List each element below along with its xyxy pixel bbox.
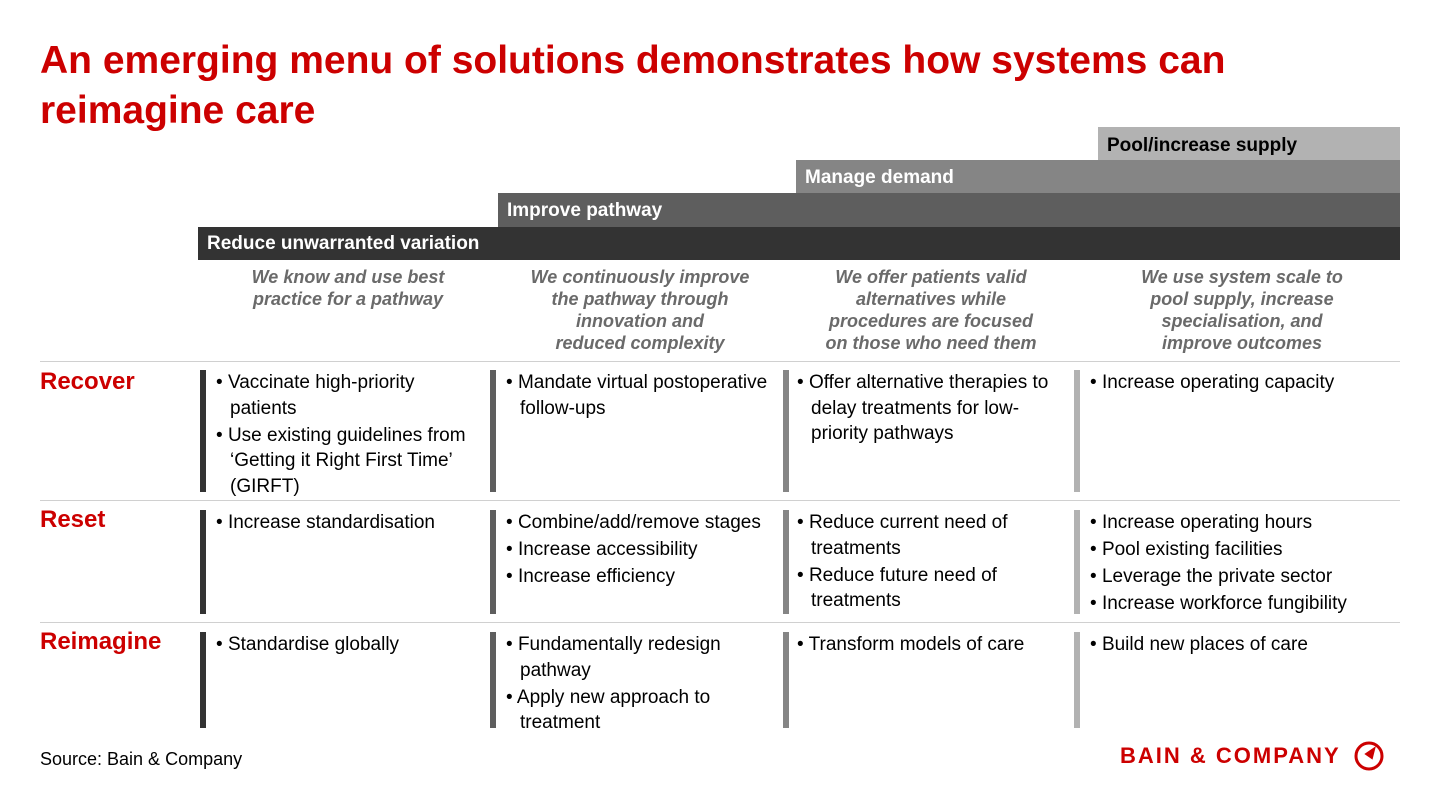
list-item: Increase accessibility	[506, 537, 781, 563]
bullet-list: Combine/add/remove stagesIncrease access…	[506, 510, 781, 590]
list-item: Reduce current need of treatments	[797, 510, 1067, 561]
cell-bar	[200, 510, 206, 614]
source-note: Source: Bain & Company	[40, 749, 243, 769]
subtitle-line: on those who need them	[825, 333, 1037, 353]
cell-bar	[1074, 510, 1080, 614]
list-item: Pool existing facilities	[1090, 537, 1390, 563]
band-label: Reduce unwarranted variation	[207, 233, 480, 254]
subtitle-line: We know and use best	[251, 267, 445, 287]
solution-cell: Mandate virtual postoperative follow-ups	[506, 370, 781, 423]
bullet-list: Increase operating capacity	[1090, 370, 1390, 396]
bain-compass-icon	[1354, 741, 1384, 771]
cell-bar	[1074, 370, 1080, 492]
subtitle-line: reduced complexity	[555, 333, 725, 353]
divider	[40, 361, 1400, 362]
subtitle-line: procedures are focused	[828, 311, 1034, 331]
subtitle-line: We use system scale to	[1141, 267, 1343, 287]
row-label-recover: Recover	[40, 368, 135, 395]
solution-cell: Build new places of care	[1090, 632, 1390, 659]
bullet-list: Fundamentally redesign pathwayApply new …	[506, 632, 781, 736]
cell-bar	[490, 370, 496, 492]
list-item: Leverage the private sector	[1090, 564, 1390, 590]
list-item: Increase operating capacity	[1090, 370, 1390, 396]
list-item: Combine/add/remove stages	[506, 510, 781, 536]
list-item: Increase operating hours	[1090, 510, 1390, 536]
subtitle-line: We continuously improve	[530, 267, 750, 287]
bullet-list: Increase standardisation	[216, 510, 486, 536]
divider	[40, 500, 1400, 501]
list-item: Mandate virtual postoperative follow-ups	[506, 370, 781, 421]
list-item: Increase workforce fungibility	[1090, 591, 1390, 617]
bullet-list: Build new places of care	[1090, 632, 1390, 658]
band-label: Pool/increase supply	[1107, 135, 1298, 156]
list-item: Standardise globally	[216, 632, 486, 658]
band-manage-demand: Manage demand	[796, 160, 1400, 193]
solution-cell: Vaccinate high-priority patientsUse exis…	[216, 370, 486, 501]
row-label-reimagine: Reimagine	[40, 628, 162, 655]
subtitle-line: improve outcomes	[1161, 333, 1323, 353]
list-item: Increase efficiency	[506, 564, 781, 590]
list-item: Fundamentally redesign pathway	[506, 632, 781, 683]
bullet-list: Reduce current need of treatmentsReduce …	[797, 510, 1067, 614]
band-label: Manage demand	[805, 167, 954, 188]
cell-bar	[490, 510, 496, 614]
row-label-reset: Reset	[40, 506, 106, 533]
subtitle-line: specialisation, and	[1161, 311, 1323, 331]
list-item: Offer alternative therapies to delay tre…	[797, 370, 1067, 447]
solution-cell: Reduce current need of treatmentsReduce …	[797, 510, 1067, 615]
divider	[40, 622, 1400, 623]
cell-bar	[490, 632, 496, 728]
band-label: Improve pathway	[507, 200, 663, 221]
solution-cell: Fundamentally redesign pathwayApply new …	[506, 632, 781, 737]
solution-cell: Increase operating capacity	[1090, 370, 1390, 397]
subtitle-line: We offer patients valid	[835, 267, 1027, 287]
list-item: Use existing guidelines from ‘Getting it…	[216, 423, 486, 500]
band-reduce-variation: Reduce unwarranted variation	[198, 227, 1400, 260]
solution-cell: Transform models of care	[797, 632, 1067, 659]
bullet-list: Mandate virtual postoperative follow-ups	[506, 370, 781, 421]
subtitle-line: the pathway through	[551, 289, 729, 309]
solution-cell: Combine/add/remove stagesIncrease access…	[506, 510, 781, 591]
solution-cell: Standardise globally	[216, 632, 486, 659]
list-item: Increase standardisation	[216, 510, 486, 536]
logo-text: BAIN & COMPANY	[1120, 743, 1341, 768]
cell-bar	[200, 632, 206, 728]
bullet-list: Standardise globally	[216, 632, 486, 658]
list-item: Vaccinate high-priority patients	[216, 370, 486, 421]
list-item: Transform models of care	[797, 632, 1067, 658]
band-pool-increase-supply: Pool/increase supply	[1098, 127, 1400, 160]
list-item: Build new places of care	[1090, 632, 1390, 658]
cell-bar	[783, 510, 789, 614]
solution-cell: Increase standardisation	[216, 510, 486, 537]
cell-bar	[200, 370, 206, 492]
solution-cell: Increase operating hoursPool existing fa…	[1090, 510, 1390, 618]
bullet-list: Increase operating hoursPool existing fa…	[1090, 510, 1390, 617]
subtitle-line: alternatives while	[855, 289, 1007, 309]
bain-logo: BAIN & COMPANY	[1120, 740, 1385, 772]
page-title: An emerging menu of solutions demonstrat…	[40, 39, 1226, 132]
list-item: Apply new approach to treatment	[506, 685, 781, 736]
list-item: Reduce future need of treatments	[797, 563, 1067, 614]
cell-bar	[783, 370, 789, 492]
band-improve-pathway: Improve pathway	[498, 193, 1400, 227]
subtitle-line: practice for a pathway	[252, 289, 444, 309]
bullet-list: Transform models of care	[797, 632, 1067, 658]
subtitle-line: innovation and	[576, 311, 704, 331]
solution-cell: Offer alternative therapies to delay tre…	[797, 370, 1067, 448]
subtitle-line: pool supply, increase	[1150, 289, 1334, 309]
bullet-list: Vaccinate high-priority patientsUse exis…	[216, 370, 486, 499]
bullet-list: Offer alternative therapies to delay tre…	[797, 370, 1067, 447]
cell-bar	[1074, 632, 1080, 728]
cell-bar	[783, 632, 789, 728]
